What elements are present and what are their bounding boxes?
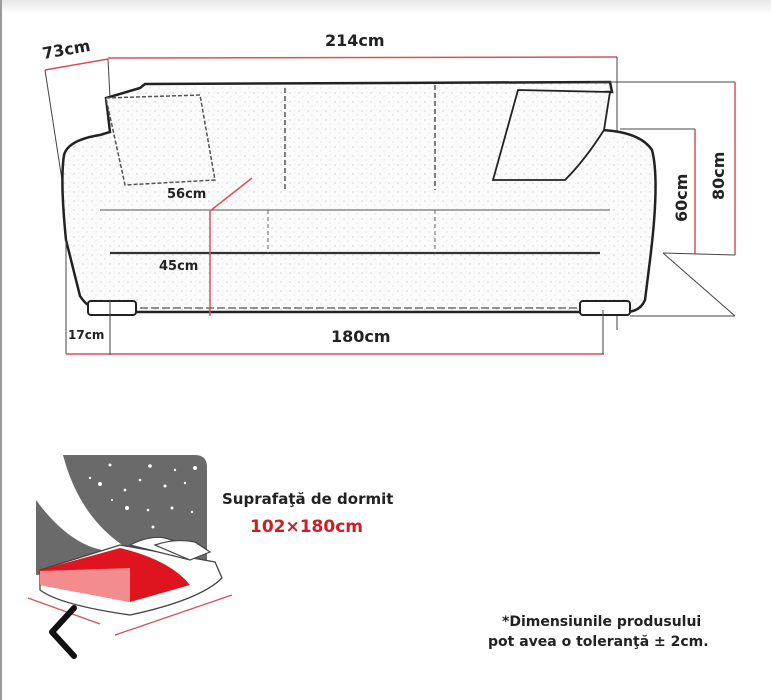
note-line-1: *Dimensiunile produsului [502, 614, 702, 630]
total-width-label: 214cm [325, 31, 385, 50]
sleeping-surface-title: Suprafaţă de dormit [222, 490, 394, 508]
tolerance-note: *Dimensiunile produsului pot avea o tole… [488, 612, 709, 652]
inner-width-dimension [65, 240, 604, 355]
total-height-label: 80cm [709, 151, 728, 200]
seat-dimensions [209, 177, 253, 316]
chevron-left-icon [49, 605, 77, 659]
top-shadow [0, 0, 771, 14]
sleeping-surface-size: 102×180cm [250, 517, 364, 537]
seat-depth-label: 56cm [167, 187, 207, 202]
depth-dimension [44, 58, 111, 181]
note-line-2: pot avea o toleranţă ± 2cm. [488, 634, 709, 650]
inner-width-label: 180cm [331, 327, 391, 346]
seat-height-label: 45cm [159, 259, 199, 274]
back-button[interactable] [40, 602, 90, 662]
height-dimensions [590, 81, 736, 317]
sleeping-surface-icon [27, 455, 233, 636]
sofa-drawing [61, 80, 657, 316]
leg-height-label: 17cm [68, 328, 105, 342]
arm-height-label: 60cm [672, 173, 691, 222]
left-border [0, 0, 2, 700]
